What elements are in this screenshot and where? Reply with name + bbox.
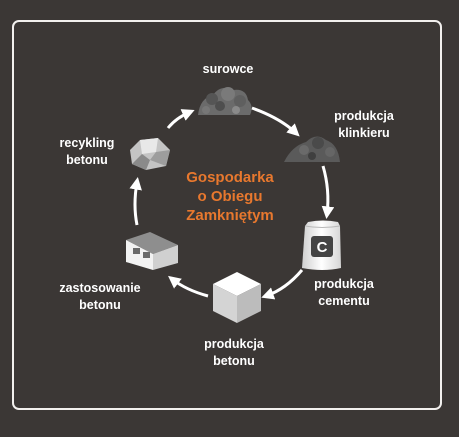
stage-label-produkcja-betonu-line1: produkcja: [204, 337, 264, 351]
arrow-recykling-to-surowce: [166, 109, 195, 129]
arrow-surowce-to-klinkier: [251, 106, 300, 137]
raw-materials-pile-icon: [198, 87, 252, 115]
center-title-line2: o Obiegu: [197, 188, 263, 205]
stage-label-surowce: surowce: [203, 61, 254, 78]
cement-bag-letter: C: [317, 239, 328, 256]
center-title: Gospodarka o Obiegu Zamkniętym: [150, 168, 310, 225]
clinker-pile-icon: [284, 136, 340, 162]
center-title-line3: Zamkniętym: [186, 207, 274, 224]
arrow-zastosowanie-to-recykling: [129, 177, 142, 226]
stage-label-recykling-betonu-line1: recykling: [59, 136, 115, 150]
stage-label-produkcja-cementu: produkcja cementu: [314, 276, 374, 310]
stage-label-zastosowanie-betonu-line1: zastosowanie: [59, 281, 141, 295]
arrow-beton-to-zastosowanie: [168, 275, 209, 298]
stage-label-produkcja-cementu-line1: produkcja: [314, 277, 374, 291]
stage-label-produkcja-klinkieru-line1: produkcja: [334, 109, 394, 123]
stage-label-recykling-betonu-line2: betonu: [66, 153, 108, 167]
stage-label-produkcja-klinkieru-line2: klinkieru: [338, 126, 390, 140]
stage-label-produkcja-betonu: produkcja betonu: [204, 336, 264, 370]
house-icon: [126, 232, 178, 270]
concrete-rubble-icon: [130, 138, 170, 170]
stage-label-produkcja-betonu-line2: betonu: [213, 354, 255, 368]
diagram-frame: [12, 20, 442, 410]
stage-label-produkcja-klinkieru: produkcja klinkieru: [334, 108, 394, 142]
stage-label-zastosowanie-betonu-line2: betonu: [79, 298, 121, 312]
cement-bag-icon: C: [302, 220, 341, 270]
stage-label-recykling-betonu: recykling betonu: [60, 135, 115, 169]
concrete-cube-icon: [213, 272, 261, 323]
stage-label-produkcja-cementu-line2: cementu: [318, 294, 370, 308]
stage-label-zastosowanie-betonu: zastosowanie betonu: [59, 280, 140, 314]
center-title-line1: Gospodarka: [186, 169, 274, 186]
stage-label-surowce-line1: surowce: [202, 62, 254, 76]
arrow-cement-to-beton: [261, 269, 304, 300]
arrow-klinkier-to-cement: [321, 165, 335, 220]
